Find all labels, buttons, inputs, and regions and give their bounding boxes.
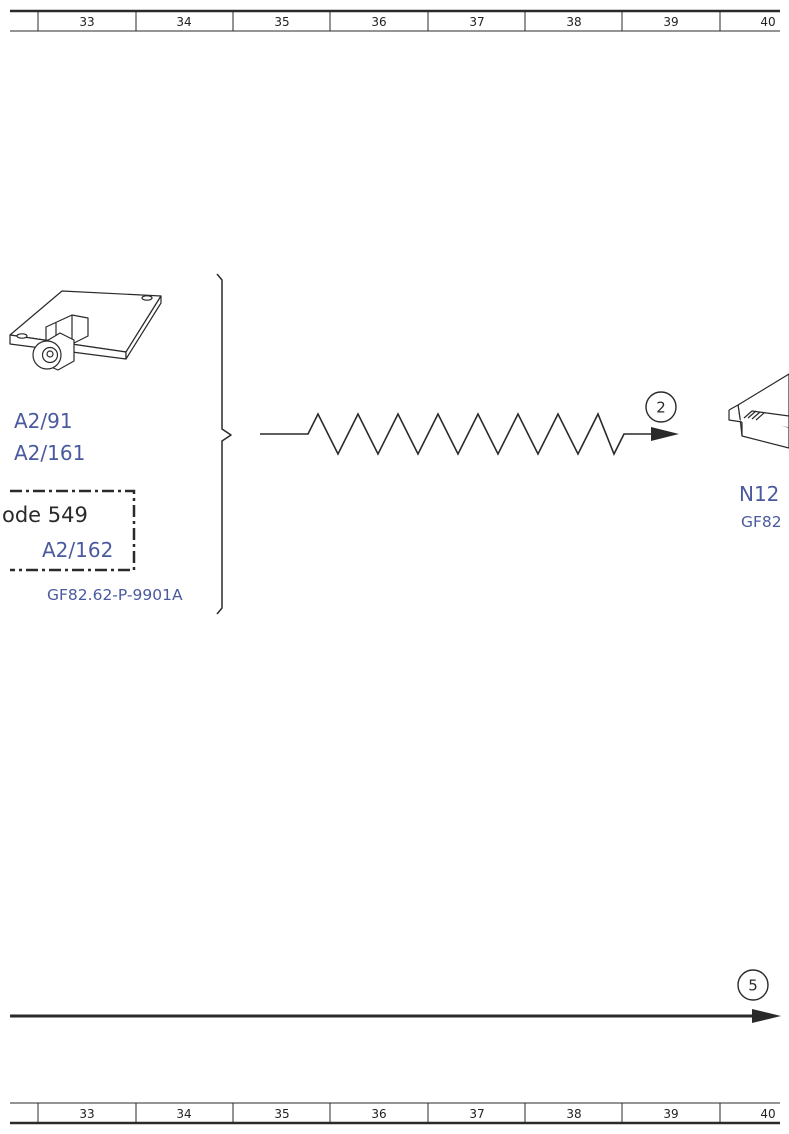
top-ruler-column-33: 33	[79, 15, 94, 29]
code-option-box	[10, 489, 136, 572]
wireless-signal-line	[260, 412, 679, 456]
document-ref-left: GF82.62-P-9901A	[47, 586, 183, 604]
component-ref-a2-91: A2/91	[14, 409, 73, 433]
signal-marker-number: 2	[656, 399, 666, 417]
bottom-ruler-column-33: 33	[79, 1107, 94, 1121]
bus-arrow-head	[752, 1009, 781, 1023]
bottom-ruler-column-39: 39	[663, 1107, 678, 1121]
signal-arrow-head	[651, 427, 679, 441]
top-ruler-column-36: 36	[371, 15, 386, 29]
bus-marker: 5	[737, 969, 769, 1001]
top-ruler-column-37: 37	[469, 15, 484, 29]
top-ruler-column-34: 34	[176, 15, 191, 29]
bottom-ruler-column-36: 36	[371, 1107, 386, 1121]
top-ruler-column-40: 40	[760, 15, 775, 29]
top-ruler: 33 34 35 36 37 38 39 40	[10, 9, 780, 32]
signal-marker: 2	[645, 391, 677, 423]
bottom-ruler-column-35: 35	[274, 1107, 289, 1121]
bottom-ruler-column-38: 38	[566, 1107, 581, 1121]
component-ref-n12: N12	[739, 482, 779, 506]
bottom-ruler: 33 34 35 36 37 38 39 40	[10, 1102, 780, 1125]
bottom-ruler-column-40: 40	[760, 1107, 775, 1121]
top-ruler-column-38: 38	[566, 15, 581, 29]
bottom-ruler-column-37: 37	[469, 1107, 484, 1121]
document-ref-right: GF82	[741, 513, 782, 531]
code-box-label: ode 549	[2, 503, 88, 527]
grouping-brace	[216, 273, 232, 615]
bottom-ruler-column-34: 34	[176, 1107, 191, 1121]
top-ruler-column-39: 39	[663, 15, 678, 29]
bus-line	[10, 1009, 781, 1023]
bus-marker-number: 5	[748, 977, 758, 995]
component-ref-a2-162: A2/162	[42, 538, 113, 562]
component-ref-a2-161: A2/161	[14, 441, 85, 465]
control-unit-icon	[728, 373, 789, 449]
top-ruler-column-35: 35	[274, 15, 289, 29]
antenna-module-icon	[9, 290, 162, 371]
